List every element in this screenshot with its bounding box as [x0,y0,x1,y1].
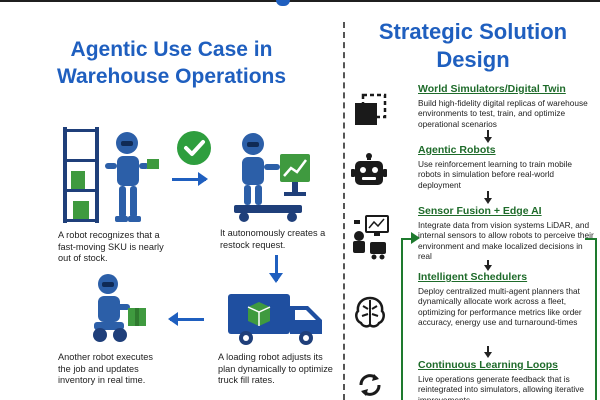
right-title: Strategic Solution Design [348,18,598,74]
truck-icon [228,294,322,345]
shelf-icon [63,127,99,223]
top-border [0,0,600,2]
learning-loop-icon [359,374,381,396]
caption-step-4: Another robot executes the job and updat… [58,352,153,385]
step-text: Live operations generate feedback that i… [418,374,585,400]
sensor-edge-icon [353,215,389,260]
chart-monitor-icon [280,154,310,196]
robot-restock-illustration [234,133,310,222]
step-arrow [484,346,491,358]
step-arrow [484,191,491,204]
flow-arrow-2-to-3 [269,255,283,283]
feedback-loop-right [585,238,597,400]
robot-head-icon [351,153,387,185]
loop-arrowhead-icon [411,232,420,244]
right-title-line2: Design [436,47,510,72]
flow-arrow-1-to-2 [172,172,208,186]
step-heading: Continuous Learning Loops [418,359,558,371]
step-sensor-fusion: Sensor Fusion + Edge AI Integrate data f… [418,205,596,262]
step-text: Integrate data from vision systems LiDAR… [418,220,594,262]
top-strip [0,0,600,6]
step-continuous-learning: Continuous Learning Loops Live operation… [418,359,596,400]
caption-step-2: It autonomously creates a restock reques… [220,228,326,250]
truck-illustration [228,294,322,345]
step-heading: World Simulators/Digital Twin [418,83,566,95]
step-heading: Sensor Fusion + Edge AI [418,205,542,217]
flow-arrow-3-to-4 [168,312,204,326]
left-title: Agentic Use Case in Warehouse Operations [0,36,343,90]
step-agentic-robots: Agentic Robots Use reinforcement learnin… [418,144,596,190]
robot-executor-illustration [93,274,146,342]
package-icon [247,302,271,326]
step-text: Build high-fidelity digital replicas of … [418,98,588,129]
digital-twin-icon [355,93,387,125]
cart-icon [234,205,302,222]
brain-scheduler-icon [355,296,385,328]
robot-shelf-illustration [63,127,159,223]
step-intelligent-schedulers: Intelligent Schedulers Deploy centralize… [418,271,596,328]
top-partial-glyph [276,0,290,6]
feedback-loop-left [401,238,415,400]
step-text: Use reinforcement learning to train mobi… [418,159,573,190]
robot-icon [242,133,280,205]
check-icon [177,131,211,165]
robot-icon [93,274,130,342]
step-world-simulators: World Simulators/Digital Twin Build high… [418,83,596,129]
step-text: Deploy centralized multi-agent planners … [418,286,582,328]
left-title-line1: Agentic Use Case in [70,38,273,61]
panel-divider [343,22,345,400]
step-arrow [484,130,491,143]
step-heading: Intelligent Schedulers [418,271,528,283]
step-heading: Agentic Robots [418,144,496,156]
left-title-line2: Warehouse Operations [56,65,287,88]
right-title-line1: Strategic Solution [378,19,568,44]
step-arrow [484,260,491,271]
caption-step-3: A loading robot adjusts its plan dynamic… [218,352,333,385]
robot-icon [105,132,159,222]
box-icon [128,308,146,326]
caption-step-1: A robot recognizes that a fast-moving SK… [58,230,164,263]
